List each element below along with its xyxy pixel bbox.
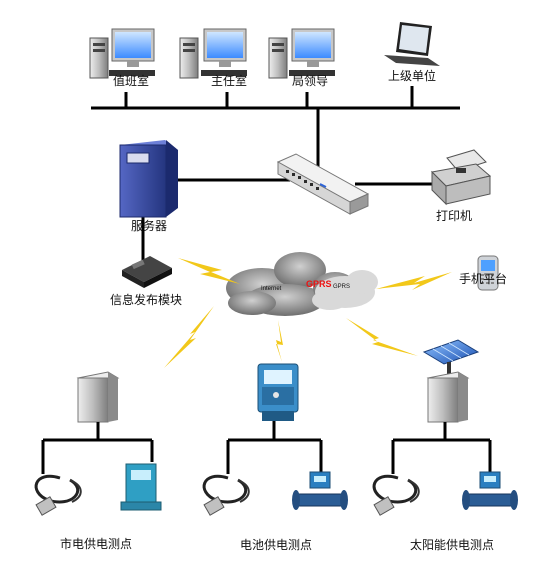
workstation-bureau-leader[interactable]: 局领导: [268, 28, 335, 88]
printer[interactable]: 打印机: [430, 149, 492, 223]
phone-label: 手机平台: [459, 271, 507, 286]
lightning-icon: [276, 320, 283, 362]
station-bus: [226, 421, 323, 474]
wireless-links: [164, 258, 452, 368]
cloud-icon: [312, 270, 378, 310]
desktop-computer-icon: [268, 28, 335, 79]
flow-sensor-icon: [462, 471, 518, 510]
desktop-computer-icon: [89, 28, 155, 79]
cloud-internet-text: Internet: [261, 286, 282, 292]
data-logger-icon: [257, 363, 299, 421]
pressure-sensor-icon: [202, 474, 250, 516]
cloud-gprs-text: GPRS: [306, 279, 332, 289]
lightning-icon: [376, 272, 452, 290]
flowmeter-icon: [120, 463, 162, 511]
cabinet-icon: [76, 371, 120, 423]
cloud-gprs-text: GPRS: [333, 284, 350, 290]
station-bus: [391, 422, 492, 474]
modem-icon: [122, 256, 172, 288]
server-tower-icon: [119, 140, 178, 218]
printer-icon: [430, 149, 492, 206]
laptop-icon: [384, 22, 440, 66]
network-switch[interactable]: [276, 153, 370, 215]
station-bus: [41, 422, 154, 474]
workstation-label: 主任室: [211, 73, 247, 88]
lightning-icon: [346, 318, 418, 356]
modem-label: 信息发布模块: [110, 292, 182, 307]
pressure-sensor-icon: [372, 474, 420, 516]
server-link: [141, 178, 440, 262]
gprs-cloud: Internet GPRS GPRS: [226, 252, 378, 316]
server-label: 服务器: [131, 218, 167, 233]
workstation-duty-room[interactable]: 值班室: [89, 28, 155, 88]
lightning-icon: [178, 258, 240, 284]
mobile-platform[interactable]: 手机平台: [459, 255, 507, 291]
info-release-module[interactable]: 信息发布模块: [110, 256, 182, 307]
station-mains-powered[interactable]: 市电供电测点: [34, 371, 162, 551]
station-solar-powered[interactable]: 太阳能供电测点: [372, 339, 518, 552]
pressure-sensor-icon: [34, 474, 82, 516]
printer-label: 打印机: [436, 209, 472, 223]
switch-icon: [276, 153, 370, 215]
desktop-computer-icon: [179, 28, 247, 79]
lightning-icon: [164, 306, 214, 368]
station-label: 太阳能供电测点: [410, 537, 494, 552]
laptop-label: 上级单位: [388, 68, 436, 83]
workstation-director-office[interactable]: 主任室: [179, 28, 247, 88]
station-battery-powered[interactable]: 电池供电测点: [202, 363, 348, 552]
server[interactable]: 服务器: [119, 140, 178, 233]
workstation-label: 局领导: [292, 74, 328, 88]
workstation-label: 值班室: [113, 73, 149, 88]
station-label: 电池供电测点: [240, 538, 312, 552]
top-lan-bus: [91, 86, 460, 168]
mobile-phone-icon: [477, 255, 499, 291]
flow-sensor-icon: [292, 471, 348, 510]
cabinet-icon: [426, 371, 470, 423]
laptop-superior-unit[interactable]: 上级单位: [384, 22, 440, 83]
solar-panel-icon: [422, 339, 480, 374]
station-label: 市电供电测点: [60, 536, 132, 551]
